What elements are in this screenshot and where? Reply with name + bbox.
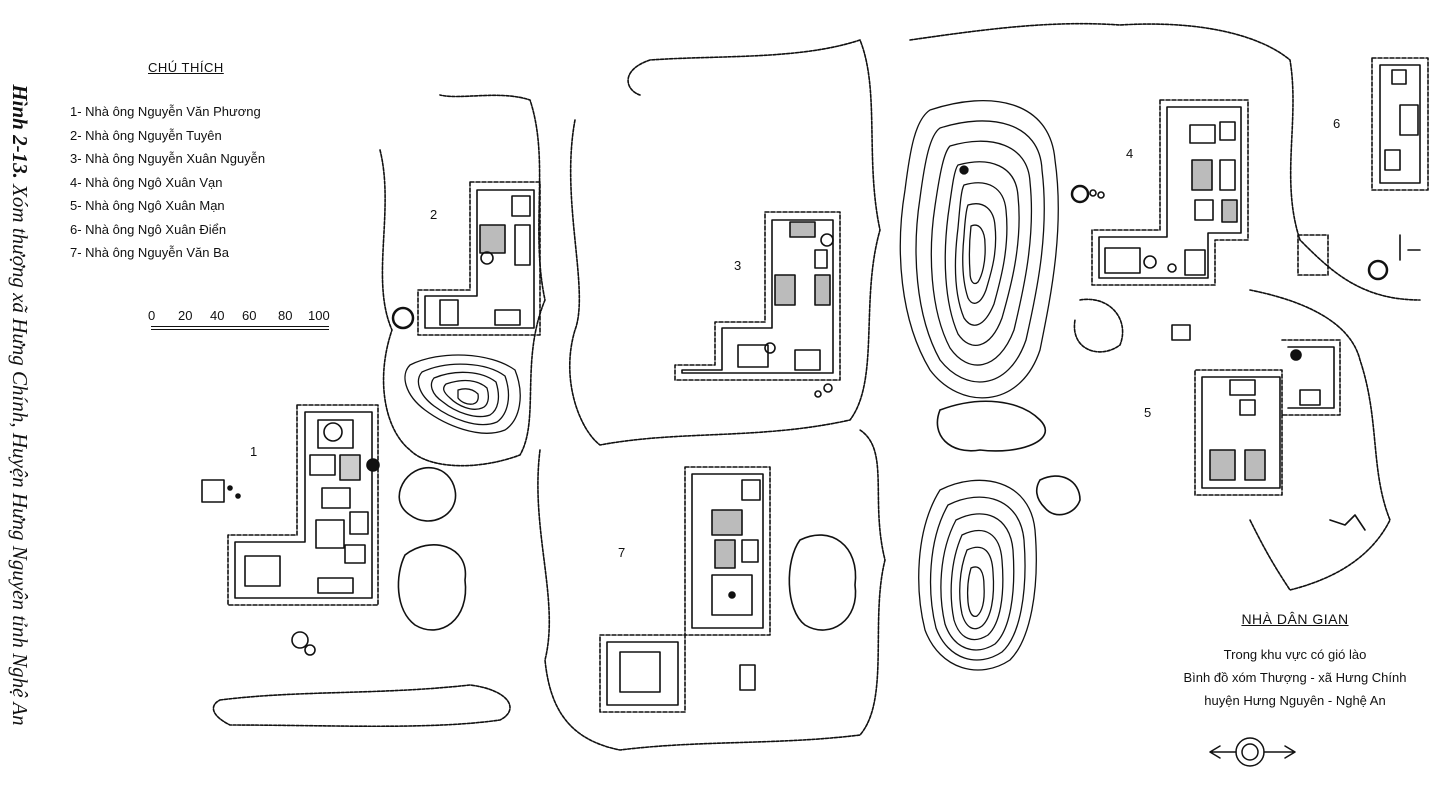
title-block-line: Trong khu vực có gió lào [1223,647,1367,662]
house-1-plan [201,404,380,656]
scale-label: 60 [242,308,257,323]
survey-marker [959,165,969,175]
house-3-plan [674,211,841,398]
hedge-center-top [568,39,881,446]
tree-clump [397,544,467,631]
tree-clump [1035,475,1081,516]
legend-item: 5- Nhà ông Ngô Xuân Mạn [70,198,225,213]
scale-label: 0 [148,308,156,323]
hedge-right-wedge [1073,298,1124,353]
contour-mound-upper [899,100,1059,399]
tree-clump [936,400,1047,452]
house-2-plan [391,181,541,336]
contour-mound-lower [918,479,1037,671]
title-block-line: huyện Hưng Nguyên - Nghệ An [1204,693,1386,708]
hedge-bottom-left [212,684,511,728]
hedge-left-column [379,94,546,467]
tree-clump [788,534,857,631]
legend-item: 4- Nhà ông Ngô Xuân Vạn [70,174,223,190]
legend-item: 1- Nhà ông Nguyễn Văn Phương [70,104,261,119]
scale-label: 40 [210,308,225,323]
scale-label: 20 [178,308,193,323]
legend-item: 6- Nhà ông Ngô Xuân Điển [70,221,227,237]
house-7-plan [599,466,771,713]
contour-mound-small [404,354,521,434]
legend-title: CHÚ THÍCH [148,60,224,75]
house-number: 2 [430,207,438,222]
house-number: 5 [1144,405,1152,420]
hedge-right-middle [1249,289,1391,591]
scale-bar: 0 20 40 60 80 100 [148,308,336,332]
legend-list: 1- Nhà ông Nguyễn Văn Phương 2- Nhà ông … [70,100,265,265]
hedge-right-top [909,22,1421,301]
house-6-plan [1297,57,1429,281]
scale-line [151,326,329,330]
house-5-plan [1194,339,1366,531]
house-4-plan [1070,99,1249,341]
house-number: 1 [250,444,258,459]
legend-item: 3- Nhà ông Nguyễn Xuân Nguyễn [70,151,266,166]
legend-item: 2- Nhà ông Nguyễn Tuyên [70,127,222,143]
title-block-heading: NHÀ DÂN GIAN [1241,611,1349,627]
title-block-line: Bình đồ xóm Thượng - xã Hưng Chính [1183,670,1407,685]
house-number: 4 [1126,146,1134,161]
tree-clump [398,466,457,522]
scale-label: 100 [308,308,330,323]
hedge-outlines [212,22,1421,751]
house-number: 3 [734,258,742,273]
orientation-symbol [1209,737,1296,767]
scale-label: 80 [278,308,293,323]
house-number: 6 [1333,116,1341,131]
hedge-center-bottom [537,429,886,751]
legend-item: 7- Nhà ông Nguyễn Văn Ba [70,245,229,260]
title-block: NHÀ DÂN GIAN Trong khu vực có gió lào Bì… [1160,608,1430,712]
house-number: 7 [618,545,626,560]
tree-clumps [397,400,1081,631]
